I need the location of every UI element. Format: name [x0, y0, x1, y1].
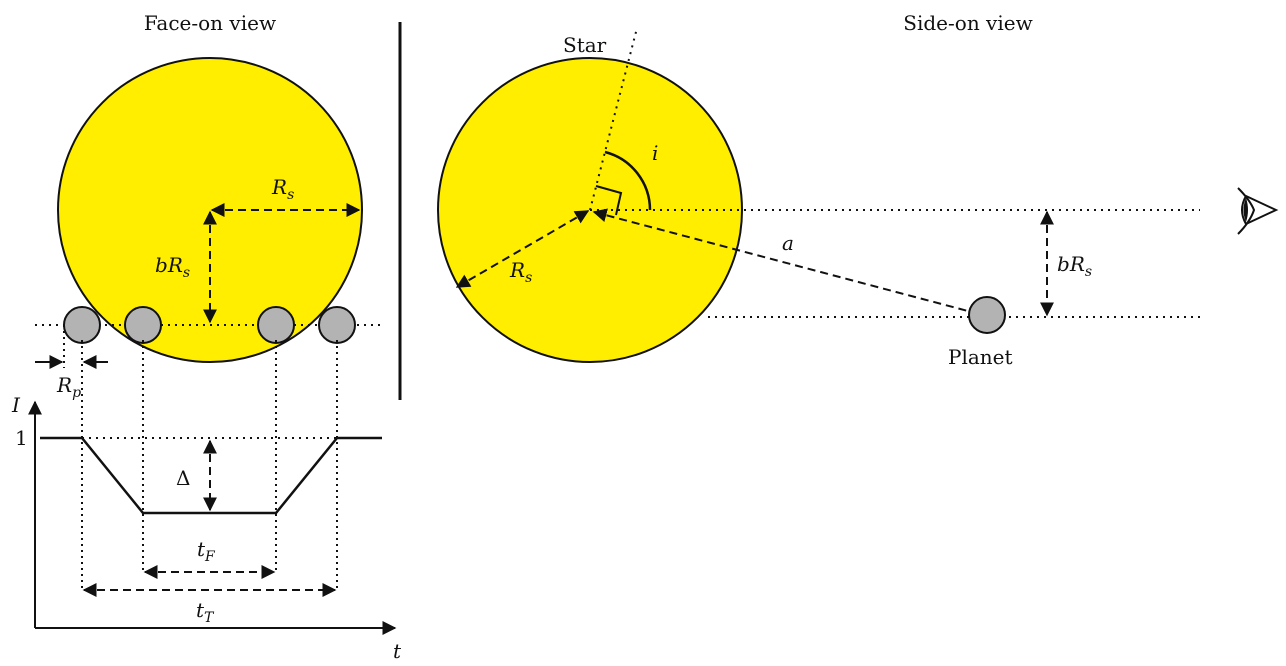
side-impact-parameter-label: bRs — [1057, 252, 1092, 280]
time-axis-label: t — [393, 639, 402, 663]
planet-contact-4 — [318, 306, 356, 344]
star-disk-face-on — [57, 57, 363, 363]
planet-radius-label: Rp — [56, 373, 81, 401]
transit-light-curve — [40, 436, 382, 515]
side-stellar-radius-label: Rs — [509, 258, 532, 286]
planet-contact-1 — [63, 306, 101, 344]
inclination-arc — [604, 150, 652, 211]
total-duration-label: tT — [196, 598, 215, 626]
semi-major-axis-arrow — [592, 208, 985, 319]
side-on-panel: Side-on view Star i Rs a Planet bRs — [437, 11, 1279, 369]
semi-major-axis-label: a — [782, 231, 794, 255]
stellar-radius-label: Rs — [271, 175, 294, 203]
face-on-panel: Face-on view Rs bRs Rp — [35, 11, 382, 590]
light-curve-panel: I t 1 Δ tF tT — [11, 393, 402, 663]
planet-contact-3 — [257, 306, 295, 344]
unity-tick-label: 1 — [15, 426, 28, 450]
star-label: Star — [563, 33, 607, 57]
inclination-label: i — [652, 141, 658, 165]
face-on-title: Face-on view — [144, 11, 276, 35]
transit-depth-label: Δ — [176, 466, 190, 490]
right-angle-marker — [595, 185, 623, 216]
planet-side-on — [968, 296, 1006, 334]
impact-parameter-label: bRs — [155, 253, 190, 281]
planet-label: Planet — [948, 345, 1013, 369]
eye-icon — [1237, 187, 1279, 235]
planet-contact-2 — [124, 306, 162, 344]
side-on-title: Side-on view — [903, 11, 1032, 35]
flat-duration-label: tF — [197, 537, 216, 565]
intensity-axis-label: I — [11, 393, 21, 417]
